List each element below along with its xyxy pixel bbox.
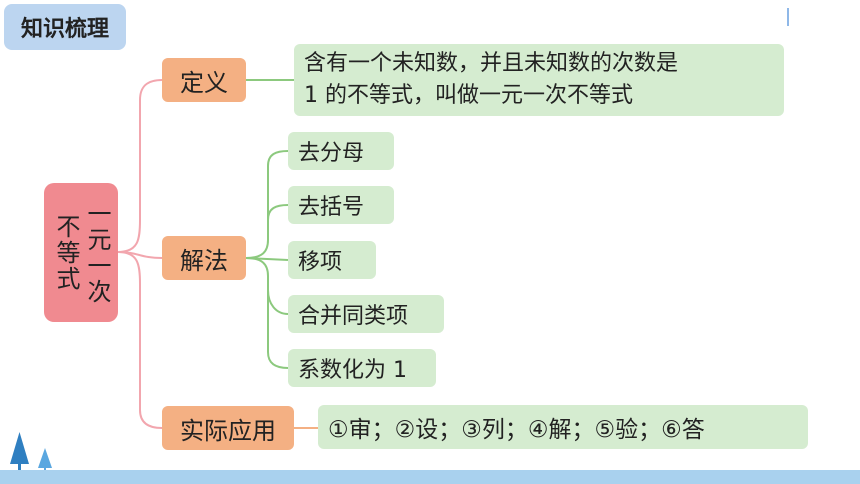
root-line-2: 不等式 (51, 214, 80, 292)
solution-step-2: 去括号 (288, 186, 394, 224)
solution-step-3: 移项 (288, 241, 376, 279)
category-solution: 解法 (162, 236, 246, 280)
root-line-1: 一元一次 (82, 201, 111, 305)
root-text-2: 不等式 (52, 213, 80, 292)
solution-bracket-bottom (245, 257, 289, 369)
decorative-tick (787, 8, 789, 26)
application-text-box: ①审；②设；③列；④解；⑤验；⑥答 (318, 405, 808, 449)
definition-line-2: 1 的不等式，叫做一元一次不等式 (304, 83, 633, 108)
solution-step-1: 去分母 (288, 132, 394, 170)
solution-step-5: 系数化为 1 (288, 349, 436, 387)
solution-to-step2 (267, 204, 289, 221)
solution-to-step4 (267, 289, 289, 315)
bottom-decor-band (0, 470, 860, 484)
definition-text-box: 含有一个未知数，并且未知数的次数是 1 的不等式，叫做一元一次不等式 (294, 44, 784, 116)
root-to-application (117, 251, 163, 429)
category-definition: 定义 (162, 58, 246, 102)
root-node: 一元一次 不等式 (44, 183, 118, 322)
category-application: 实际应用 (162, 406, 294, 450)
solution-step-4: 合并同类项 (288, 295, 444, 333)
root-text-1: 一元一次 (83, 200, 111, 305)
section-title: 知识梳理 (4, 4, 126, 50)
definition-line-1: 含有一个未知数，并且未知数的次数是 (304, 51, 679, 76)
root-bracket (117, 79, 163, 253)
solution-bracket (245, 150, 289, 259)
